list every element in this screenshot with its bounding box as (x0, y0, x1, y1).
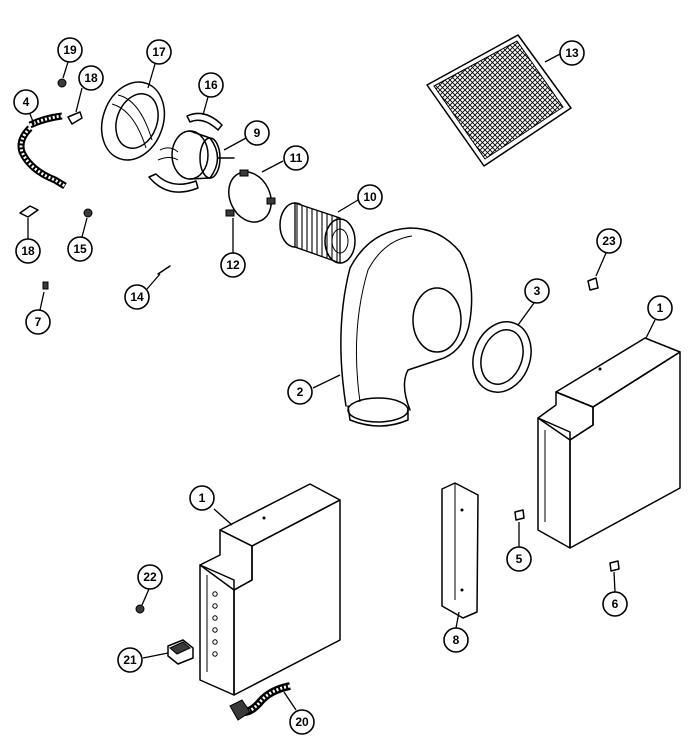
callout-1-right-text: 1 (657, 301, 664, 315)
duct-cover-right (537, 337, 681, 549)
mounting-ring (225, 169, 276, 223)
callout-23-text: 23 (602, 234, 616, 248)
callout-6-text: 6 (612, 597, 619, 611)
callout-22-text: 22 (143, 570, 157, 584)
callout-7-text: 7 (35, 315, 42, 329)
callout-18-bottom-text: 18 (21, 244, 35, 258)
callout-3: 3 (524, 278, 550, 304)
callout-3-text: 3 (534, 284, 541, 298)
callout-2-text: 2 (297, 385, 304, 399)
callout-5-text: 5 (516, 552, 523, 566)
callout-8: 8 (443, 627, 469, 653)
filler-panel (441, 482, 479, 619)
callout-4: 4 (13, 89, 39, 115)
callout-18-bottom: 18 (15, 238, 41, 264)
clip-part (67, 111, 83, 125)
blower-motor (157, 130, 235, 180)
callout-16: 16 (198, 72, 224, 98)
callout-10: 10 (357, 184, 383, 210)
callout-14: 14 (124, 284, 150, 310)
charcoal-filter (426, 34, 572, 167)
callout-14-text: 14 (130, 290, 144, 304)
motor-mount (100, 81, 166, 161)
callout-21-text: 21 (123, 653, 137, 667)
blower-wheel (279, 202, 356, 264)
callout-12-text: 12 (226, 258, 240, 272)
callout-9-text: 9 (254, 126, 261, 140)
callout-12: 12 (220, 252, 246, 278)
callout-13: 13 (559, 40, 585, 66)
screw-part (42, 281, 49, 290)
duct-cover-left (199, 483, 341, 696)
callout-9: 9 (244, 120, 270, 146)
ring-gasket (472, 321, 532, 393)
callout-15: 15 (67, 236, 93, 262)
callout-15-text: 15 (73, 242, 87, 256)
callout-21: 21 (117, 647, 143, 673)
nut-part (57, 78, 67, 88)
callout-2: 2 (287, 379, 313, 405)
motor-strap (148, 112, 223, 193)
callout-1-left-text: 1 (199, 491, 206, 505)
callout-10-text: 10 (363, 190, 377, 204)
callout-22: 22 (137, 564, 163, 590)
callout-16-text: 16 (204, 78, 218, 92)
callout-19-text: 19 (63, 43, 77, 57)
callout-7: 7 (25, 309, 51, 335)
callout-5: 5 (506, 546, 532, 572)
clip-part (514, 509, 525, 521)
callout-6: 6 (602, 591, 628, 617)
leader-lines (27, 53, 656, 711)
callout-19: 19 (57, 37, 83, 63)
callout-17-text: 17 (152, 45, 166, 59)
callout-1-left: 1 (189, 485, 215, 511)
callout-labels: 19 17 18 4 16 9 11 13 10 12 18 (13, 37, 673, 735)
callout-11: 11 (283, 145, 309, 171)
nut-part (83, 208, 93, 218)
callout-1-right: 1 (647, 295, 673, 321)
terminal-block (167, 639, 194, 665)
callout-8-text: 8 (453, 633, 460, 647)
callout-20: 20 (289, 709, 315, 735)
callout-20-text: 20 (295, 715, 309, 729)
callout-4-text: 4 (23, 95, 30, 109)
power-cord-plug (229, 682, 291, 721)
blower-housing (340, 227, 473, 427)
nut-part (135, 604, 145, 614)
clip-part (587, 277, 599, 291)
callout-18-top: 18 (78, 65, 104, 91)
callout-11-text: 11 (290, 151, 303, 165)
callout-23: 23 (596, 228, 622, 254)
clip-part (609, 560, 620, 572)
callout-17: 17 (146, 39, 172, 65)
screw-part (157, 265, 171, 275)
power-cord (17, 112, 67, 190)
callout-13-text: 13 (565, 46, 579, 60)
callout-18-top-text: 18 (84, 71, 98, 85)
clip-part (19, 205, 39, 218)
